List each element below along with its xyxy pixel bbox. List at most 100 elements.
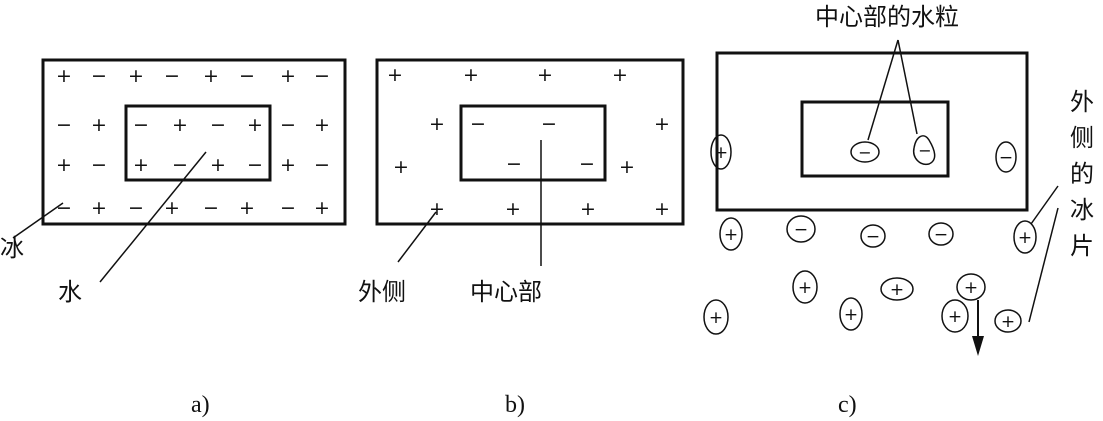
panel-a-inner-sign: − bbox=[210, 114, 226, 136]
ice-flake-positive: + bbox=[840, 298, 862, 330]
panel-b-plus-sign: + bbox=[505, 198, 521, 220]
panel-b-caption: b) bbox=[505, 392, 525, 418]
ice-flake-positive: + bbox=[711, 135, 731, 169]
svg-text:+: + bbox=[709, 308, 723, 328]
svg-text:+: + bbox=[714, 143, 728, 163]
svg-text:+: + bbox=[798, 278, 812, 298]
panel-a-ice-leader bbox=[13, 203, 63, 238]
panel-c: − − 中心部的水粒 + − + − − bbox=[704, 3, 1094, 418]
panel-a-sign: − bbox=[91, 154, 107, 176]
panel-a-ice-label: 冰 bbox=[0, 234, 24, 262]
svg-text:+: + bbox=[844, 305, 858, 325]
panel-a-inner-sign: + bbox=[172, 114, 188, 136]
svg-text:−: − bbox=[999, 148, 1013, 168]
panel-b-plus-sign: + bbox=[537, 64, 553, 86]
panel-a-sign: + bbox=[314, 197, 330, 219]
panel-a-sign: + bbox=[203, 65, 219, 87]
panel-b-minus-sign: − bbox=[541, 113, 557, 135]
panel-a-sign: − bbox=[91, 65, 107, 87]
panel-c-outer-flakes-label: 外 bbox=[1070, 88, 1094, 116]
panel-b-outer-leader bbox=[398, 212, 436, 262]
panel-b-plus-sign: + bbox=[654, 198, 670, 220]
panel-a-inner-sign: − bbox=[133, 114, 149, 136]
panel-a-sign: + bbox=[280, 154, 296, 176]
panel-a-signs: +−+−+−+−−+−++−+−−+−+−+−+−+−++−+− bbox=[56, 65, 330, 219]
panel-b-plus-sign: + bbox=[429, 113, 445, 135]
panel-a-ice-block bbox=[43, 60, 345, 224]
panel-c-outer-flakes-label: 片 bbox=[1070, 232, 1094, 260]
panel-b-ice-block bbox=[377, 60, 683, 224]
outer-flake-leader bbox=[1029, 208, 1058, 322]
panel-b-plus-sign: + bbox=[387, 64, 403, 86]
ice-flake-positive: + bbox=[704, 300, 728, 334]
panel-a-inner-sign: + bbox=[133, 154, 149, 176]
panel-a-sign: + bbox=[280, 65, 296, 87]
panel-b: + + + + + + + + + + + + − − − − 外侧 中心部 b… bbox=[358, 60, 683, 418]
panel-b-center-label: 中心部 bbox=[470, 278, 542, 306]
panel-a-inner-sign: + bbox=[247, 114, 263, 136]
panel-c-center-grains-label: 中心部的水粒 bbox=[815, 3, 959, 31]
panel-a-sign: − bbox=[56, 197, 72, 219]
panel-a-inner-sign: − bbox=[172, 154, 188, 176]
panel-c-outer-flakes-label: 的 bbox=[1070, 160, 1094, 188]
panel-a-sign: + bbox=[314, 114, 330, 136]
svg-text:−: − bbox=[866, 227, 880, 247]
svg-text:−: − bbox=[918, 141, 931, 160]
panel-a-sign: + bbox=[128, 65, 144, 87]
panel-a-sign: − bbox=[128, 197, 144, 219]
panel-c-caption: c) bbox=[838, 392, 857, 418]
panel-b-minus-sign: − bbox=[470, 113, 486, 135]
panel-a-inner-sign: − bbox=[247, 154, 263, 176]
center-grain-leader bbox=[868, 40, 898, 140]
ice-flake-negative: − bbox=[929, 223, 953, 245]
panel-b-minus-sign: − bbox=[579, 153, 595, 175]
panel-b-plus-sign: + bbox=[612, 64, 628, 86]
ice-flake-negative: − bbox=[996, 142, 1016, 172]
svg-text:−: − bbox=[934, 225, 948, 245]
panel-a-sign: + bbox=[91, 197, 107, 219]
panel-a-sign: − bbox=[314, 65, 330, 87]
svg-text:+: + bbox=[724, 225, 738, 245]
panel-a-sign: + bbox=[91, 114, 107, 136]
panel-b-plus-sign: + bbox=[393, 156, 409, 178]
ice-flake-positive: + bbox=[942, 300, 968, 332]
svg-text:+: + bbox=[1001, 312, 1015, 332]
panel-a-caption: a) bbox=[191, 392, 210, 418]
panel-a-water-leader bbox=[100, 152, 206, 282]
panel-a-sign: + bbox=[239, 197, 255, 219]
falling-arrow-head bbox=[972, 336, 984, 356]
outer-flake-leader bbox=[1031, 186, 1058, 224]
ice-flake-positive: + bbox=[881, 278, 913, 300]
panel-b-plus-sign: + bbox=[463, 64, 479, 86]
svg-text:+: + bbox=[1018, 228, 1032, 248]
panel-a-sign: − bbox=[56, 114, 72, 136]
panel-a-sign: − bbox=[280, 197, 296, 219]
panel-a-sign: − bbox=[203, 197, 219, 219]
panel-b-plus-sign: + bbox=[619, 156, 635, 178]
ice-flake-positive: + bbox=[1014, 221, 1036, 253]
panel-c-ice-block bbox=[717, 53, 1027, 210]
panel-a-sign: − bbox=[164, 65, 180, 87]
svg-text:−: − bbox=[858, 143, 871, 162]
panel-a-inner-sign: + bbox=[210, 154, 226, 176]
ice-flake-positive: + bbox=[720, 218, 742, 250]
panel-c-outer-flakes-label: 冰 bbox=[1070, 196, 1094, 224]
center-water-grain: − bbox=[851, 142, 879, 162]
panel-a-sign: + bbox=[56, 65, 72, 87]
svg-text:−: − bbox=[794, 220, 808, 240]
panel-a-sign: − bbox=[239, 65, 255, 87]
svg-text:+: + bbox=[948, 307, 962, 327]
center-water-grain: − bbox=[914, 136, 935, 164]
ice-flake-positive: + bbox=[793, 271, 817, 303]
ice-flake-negative: − bbox=[861, 225, 885, 247]
panel-c-outer-flakes-label: 侧 bbox=[1070, 124, 1094, 152]
panel-b-plus-sign: + bbox=[580, 198, 596, 220]
panel-b-plus-sign: + bbox=[654, 113, 670, 135]
panel-a-sign: + bbox=[56, 154, 72, 176]
panel-a-sign: − bbox=[314, 154, 330, 176]
panel-a-water-label: 水 bbox=[58, 278, 82, 306]
ice-flake-positive: + bbox=[957, 274, 985, 300]
svg-text:+: + bbox=[890, 280, 904, 300]
panel-b-minus-sign: − bbox=[506, 153, 522, 175]
